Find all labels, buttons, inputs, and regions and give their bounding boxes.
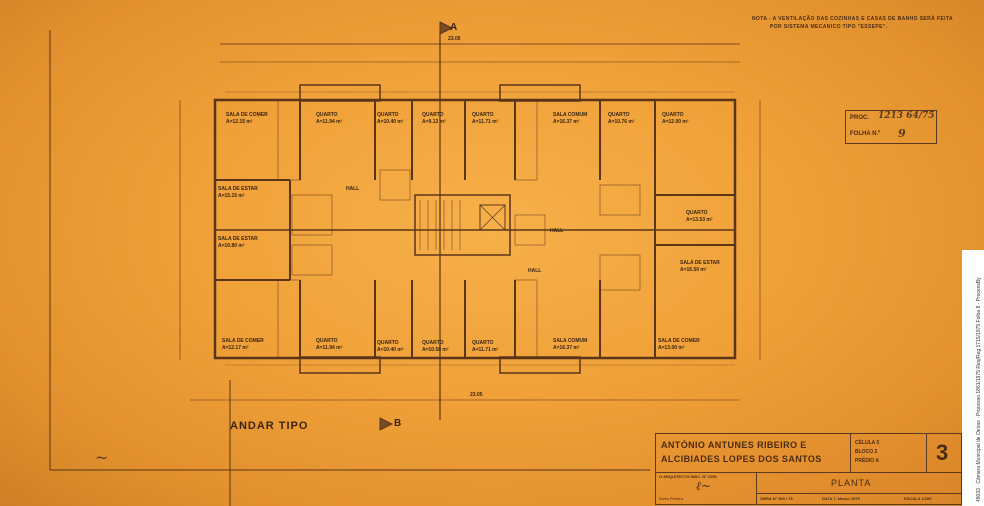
architects-line-1: ANTÓNIO ANTUNES RIBEIRO E (661, 440, 807, 450)
section-arrow-a (439, 21, 454, 35)
sheet-number: 3 (936, 440, 949, 465)
section-mark-b: B (394, 418, 402, 429)
archive-caption-strip: 49033 · Câmara Municipal de Oeiras · Pro… (962, 250, 984, 506)
drawing-scale: ESCALA 1/100 (904, 496, 932, 501)
divider (756, 472, 757, 504)
bloco: BLOCO 2 (855, 449, 878, 455)
divider (850, 434, 851, 472)
process-stamp: PROC. 1213 64/75 FOLHA N.º 9 (845, 110, 937, 144)
folha-label: FOLHA N.º (850, 131, 881, 137)
room-label: HALL (346, 186, 360, 192)
balcony (499, 84, 581, 102)
overall-dimension-bottom: 23.05 (470, 392, 483, 398)
signer-name: Alves Pereira (659, 496, 683, 501)
partition-walls (215, 100, 735, 358)
room-label: HALL (528, 268, 542, 274)
section-arrow-b (379, 417, 394, 431)
predio: PRÉDIO A (855, 458, 879, 464)
ventilation-note: NOTA - A VENTILAÇÃO DAS COZINHAS E CASAS… (752, 15, 953, 31)
title-block: ANTÓNIO ANTUNES RIBEIRO E ALCIBIADES LOP… (655, 433, 962, 505)
proc-label: PROC. (850, 115, 870, 121)
drawing-title: PLANTA (831, 478, 872, 488)
overall-dimension-top: 23.05 (448, 36, 461, 42)
proc-value: 1213 64/75 (878, 111, 935, 121)
tiled-wet-areas (277, 99, 641, 359)
obra-number: OBRA Nº 569 / 75 (760, 496, 793, 501)
location-info: CÉLULA 5 BLOCO 2 PRÉDIO A (855, 439, 879, 466)
signature-left: ~ (95, 448, 109, 467)
architect-label: O ARQUITECTO INSC. Nº 1250 (659, 474, 717, 479)
celula: CÉLULA 5 (855, 440, 880, 446)
architect-signature: ℓ~ (696, 479, 712, 493)
divider (656, 472, 961, 473)
room-label: HALL (550, 228, 564, 234)
stair-core (414, 194, 511, 256)
architects: ANTÓNIO ANTUNES RIBEIRO E ALCIBIADES LOP… (661, 438, 822, 466)
building-outline (213, 98, 737, 360)
divider (926, 434, 927, 472)
folha-value: 9 (898, 127, 906, 140)
section-mark-a: A (450, 22, 458, 33)
note-line-1: NOTA - A VENTILAÇÃO DAS COZINHAS E CASAS… (752, 16, 954, 22)
elevator-shaft (479, 204, 506, 231)
archive-caption: 49033 · Câmara Municipal de Oeiras · Pro… (976, 277, 982, 502)
note-line-2: POR SISTEMA MECANICO TIPO "ESSEPE". (770, 24, 888, 30)
divider (756, 493, 961, 494)
balcony (299, 84, 381, 102)
stair-treads (419, 200, 461, 250)
plan-title: ANDAR TIPO (230, 420, 309, 432)
architects-line-2: ALCIBIADES LOPES DOS SANTOS (661, 454, 822, 464)
drawing-date: DATA 7. Março 1975 (822, 496, 860, 501)
